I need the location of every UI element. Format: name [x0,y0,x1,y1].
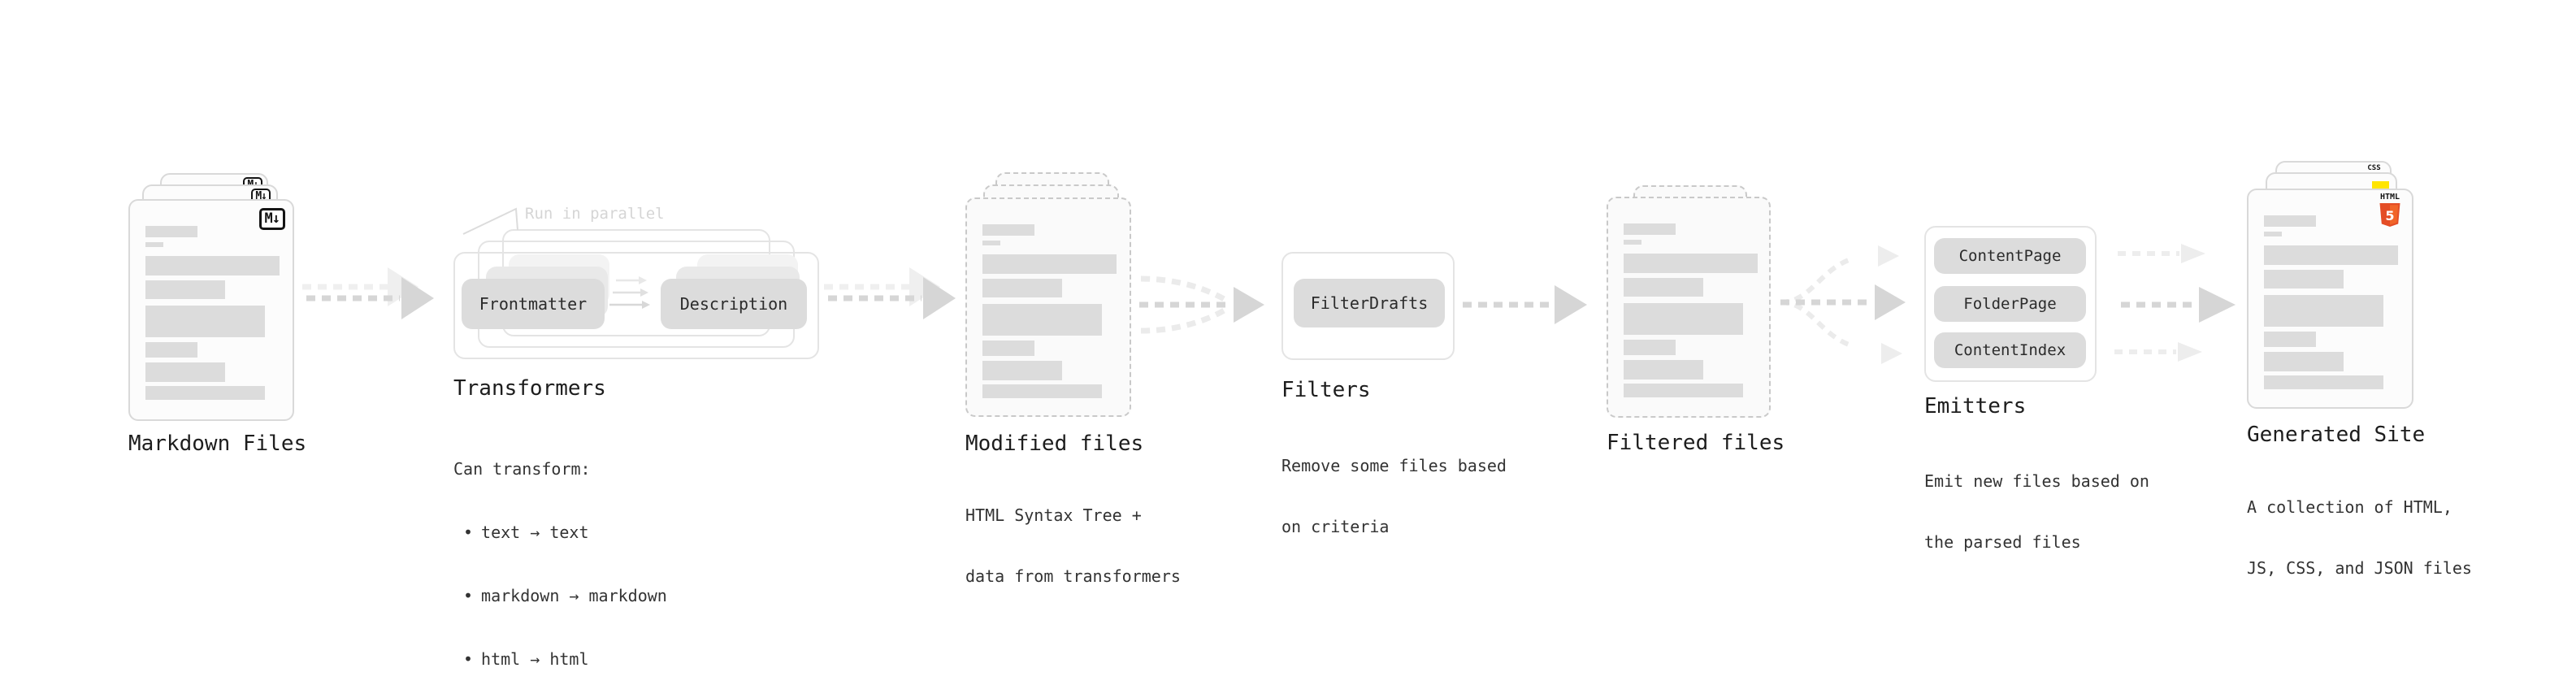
arrow-filters-to-filtered [1463,285,1587,324]
frontmatter-pill: Frontmatter [462,279,605,329]
markdown-file-card: M↓ [128,199,294,421]
html5-icon: HTML 5 [2378,193,2402,230]
modified-file-card [965,197,1131,417]
stage-label-filtered-files: Filtered files [1607,431,1785,455]
transformers-bullet-1: •text → text [463,523,589,542]
run-in-parallel-annotation: Run in parallel [525,205,665,223]
stage-label-transformers: Transformers [453,376,606,401]
parallel-arrows-icon [609,276,650,309]
filtered-file-card [1607,197,1771,418]
description-pill: Description [661,279,807,329]
arrow-transformers-to-modified [824,267,956,319]
arrow-filtered-to-emitters [1780,245,1906,364]
transformers-desc-heading: Can transform: [453,459,591,479]
markdown-icon: M↓ [258,208,285,230]
generated-site-description: A collection of HTML, JS, CSS, and JSON … [2247,497,2472,578]
arrow-modified-to-filters [1139,275,1264,334]
js-file-icon [2372,181,2389,189]
svg-text:5: 5 [2385,208,2394,223]
stage-label-markdown-files: Markdown Files [128,432,307,456]
stage-label-filters: Filters [1281,378,1371,402]
doc-content-placeholder [145,226,280,400]
transformers-bullet-3: •html → html [463,649,589,669]
filterdrafts-pill: FilterDrafts [1294,279,1445,327]
doc-content-placeholder [2264,215,2398,389]
stage-label-modified-files: Modified files [965,432,1144,456]
stage-label-generated-site: Generated Site [2247,423,2426,447]
folderpage-pill: FolderPage [1934,286,2086,322]
generated-file-card: HTML 5 [2247,189,2413,409]
contentpage-pill: ContentPage [1934,238,2086,274]
transformers-description: Can transform: •text → text •markdown → … [453,416,667,681]
arrow-markdown-to-transformers [302,267,434,319]
doc-content-placeholder [1624,223,1758,397]
annotation-leader-line [462,207,518,235]
contentindex-pill: ContentIndex [1934,332,2086,368]
arrow-emitters-to-generated [2114,244,2236,362]
transformers-box [453,252,819,359]
filters-description: Remove some files based on criteria [1281,456,1507,536]
emitters-description: Emit new files based on the parsed files [1924,471,2149,552]
modified-files-description: HTML Syntax Tree + data from transformer… [965,505,1181,586]
stage-label-emitters: Emitters [1924,394,2027,419]
doc-content-placeholder [982,224,1117,398]
transformers-bullet-2: •markdown → markdown [463,586,667,605]
